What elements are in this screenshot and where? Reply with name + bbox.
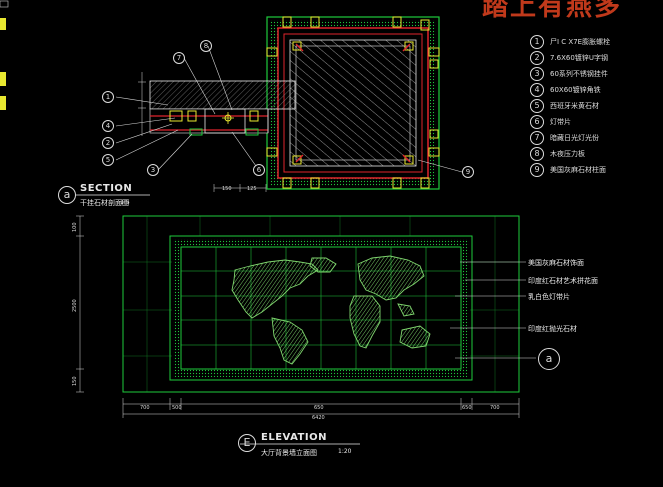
legend-row: 2 7.6X60镀锌U字钢 [530,50,610,66]
elev-dim-1: 700 [140,405,150,411]
callout-5: 5 [102,154,114,166]
section-title: SECTION [80,183,133,194]
elev-dim-3: 650 [314,405,324,411]
legend-label: 7.6X60镀锌U字钢 [550,54,608,62]
section-dim-2: 125 [247,186,257,192]
legend-number: 9 [530,163,544,177]
elev-dim-left-2: 2500 [72,299,78,312]
callout-2: 2 [102,137,114,149]
annotation-red-polished: 印度红抛光石材 [528,325,577,333]
legend-row: 3 60系列不锈钢挂件 [530,66,610,82]
elevation-subtitle: 大厅背景墙立面图 [261,449,317,457]
legend-row: 1 尸I C X7E膨胀螺栓 [530,34,610,50]
watermark-text: 踏上有燕多 [482,0,623,22]
section-scale: 1:5 [120,199,130,206]
world-map-inlay [231,255,431,365]
legend-number: 2 [530,51,544,65]
legend-number: 4 [530,83,544,97]
annotation-light-strip: 乳白色灯带片 [528,293,570,301]
legend-label: 灯带片 [550,118,571,126]
callout-9: 9 [462,166,474,178]
legend-number: 7 [530,131,544,145]
elev-dim-left-3: 150 [72,376,78,386]
annotation-grey-granite: 美国灰麻石材饰面 [528,259,584,267]
elev-dim-left-1: 100 [72,222,78,232]
elev-dim-4: 650 [462,405,472,411]
legend-label: 木夜压力板 [550,150,585,158]
legend-row: 6 灯带片 [530,114,610,130]
elev-dim-2: 500 [172,405,182,411]
legend-label: 60系列不锈钢挂件 [550,70,608,78]
section-detail [115,16,463,192]
legend-row: 4 60X60镀锌角铁 [530,82,610,98]
elevation-title: ELEVATION [261,432,327,443]
callout-1: 1 [102,91,114,103]
legend-row: 5 西班牙米黄石材 [530,98,610,114]
legend-label: 西班牙米黄石材 [550,102,599,110]
elev-dim-total: 6420 [312,415,325,421]
elev-dim-5: 700 [490,405,500,411]
annotation-red-parquet: 印度红石材艺术拼花面 [528,277,598,285]
callout-3: 3 [147,164,159,176]
elevation-drawing [76,215,536,418]
callout-7: 7 [173,52,185,64]
legend-number: 3 [530,67,544,81]
elevation-mark: E [238,434,256,452]
legend-row: 8 木夜压力板 [530,146,610,162]
legend-number: 1 [530,35,544,49]
left-edge-marks [0,0,9,110]
legend-label: 尸I C X7E膨胀螺栓 [550,38,611,46]
materials-legend: 1 尸I C X7E膨胀螺栓 2 7.6X60镀锌U字钢 3 60系列不锈钢挂件 4 60X6… [530,34,610,178]
legend-label: 美国灰麻石材柱面 [550,166,606,174]
legend-label: 暗藏日光灯光份 [550,134,599,142]
elevation-section-ref: a [538,348,560,370]
callout-6: 6 [253,164,265,176]
elevation-scale: 1:20 [338,448,352,455]
legend-number: 5 [530,99,544,113]
section-mark: a [58,186,76,204]
legend-row: 9 美国灰麻石材柱面 [530,162,610,178]
legend-number: 6 [530,115,544,129]
callout-4: 4 [102,120,114,132]
section-dim-1: 150 [222,186,232,192]
legend-row: 7 暗藏日光灯光份 [530,130,610,146]
callout-8: 8 [200,40,212,52]
section-subtitle: 干挂石材剖面图 [80,199,129,207]
legend-label: 60X60镀锌角铁 [550,86,601,94]
legend-number: 8 [530,147,544,161]
